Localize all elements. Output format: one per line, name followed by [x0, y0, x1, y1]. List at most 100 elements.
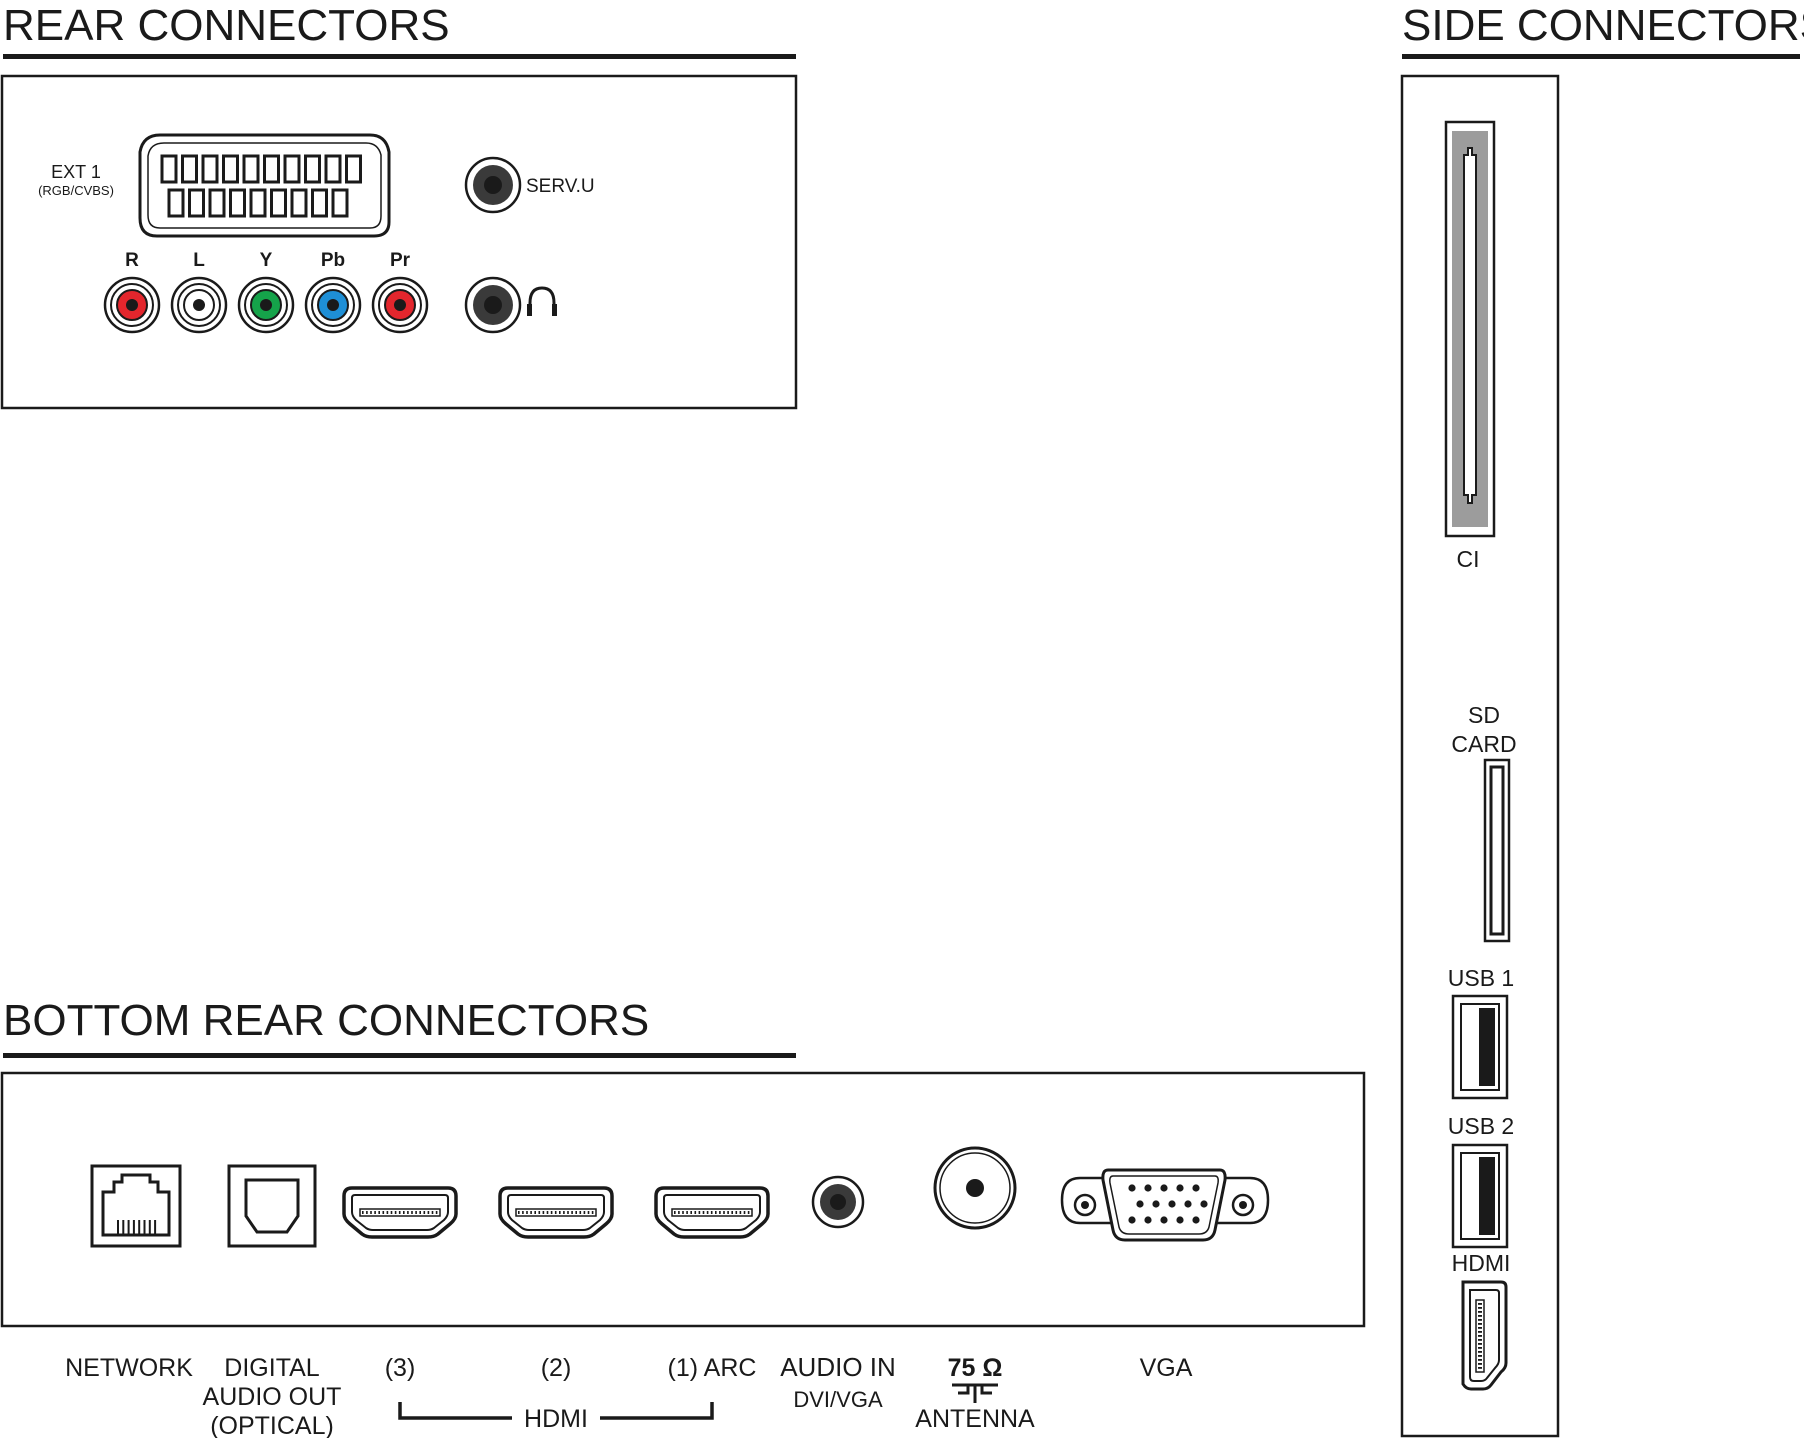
rear-title-underline — [3, 54, 796, 59]
antenna-label: ANTENNA — [915, 1405, 1035, 1433]
scart-pin-bottom — [167, 188, 185, 218]
scart-pin-top — [345, 154, 362, 184]
vga-pin — [1168, 1200, 1176, 1208]
optical-port[interactable] — [227, 1164, 317, 1248]
rca-label-pr: Pr — [390, 250, 411, 271]
rca-jack-l[interactable] — [170, 276, 228, 334]
bottom-panel — [0, 1071, 1366, 1328]
side-title-underline — [1402, 54, 1800, 59]
side-hdmi-port[interactable] — [1461, 1280, 1508, 1391]
scart-pin-top — [263, 154, 280, 184]
rj45-pin — [117, 1220, 119, 1234]
rj45-pin — [148, 1220, 151, 1234]
bottom-title-underline — [3, 1053, 796, 1058]
hdmi-group-label: HDMI — [524, 1405, 588, 1433]
side-hdmi-label: HDMI — [1452, 1250, 1511, 1276]
side-hdmi-pin — [1478, 1347, 1482, 1349]
rca-label-y: Y — [260, 250, 273, 271]
scart-pin-top — [304, 154, 321, 184]
vga-pins — [1128, 1184, 1208, 1224]
serv-u-jack[interactable] — [464, 156, 522, 214]
scart-pin-top — [222, 154, 239, 184]
side-hdmi-pin — [1478, 1311, 1482, 1313]
scart-pin-bottom — [290, 188, 308, 218]
scart-pin-top — [201, 154, 219, 184]
side-hdmi-pin — [1478, 1359, 1482, 1361]
rj45-pin — [154, 1220, 157, 1234]
rca-label-l: L — [193, 250, 205, 271]
usb2-port[interactable] — [1451, 1143, 1509, 1249]
sd-card-label-1: SD — [1468, 702, 1500, 728]
vga-pin — [1200, 1200, 1208, 1208]
side-panel — [1400, 74, 1560, 1438]
scart-pin-top — [181, 154, 198, 184]
scart-pin-top — [242, 154, 260, 184]
bottom-section-title: BOTTOM REAR CONNECTORS — [3, 996, 649, 1045]
hdmi2-port[interactable] — [498, 1186, 614, 1239]
side-hdmi-pin — [1478, 1327, 1482, 1329]
ext1-sublabel: (RGB/CVBS) — [38, 183, 114, 198]
scart-pin-bottom — [249, 188, 267, 218]
bottom-connectors-section: BOTTOM REAR CONNECTORS NETWORK DIGITAL A… — [0, 996, 1366, 1440]
vga-pin — [1144, 1184, 1152, 1192]
hdmi1-label: (1) ARC — [668, 1354, 757, 1382]
usb2-label: USB 2 — [1448, 1113, 1514, 1139]
rj45-pin — [143, 1220, 146, 1234]
audio-in-jack[interactable] — [811, 1175, 865, 1229]
scart-pin-top — [283, 154, 301, 184]
hdmi1-arc-port[interactable] — [654, 1186, 770, 1239]
rca-label-r: R — [125, 250, 139, 271]
rj45-pins — [117, 1220, 157, 1234]
network-port[interactable] — [90, 1164, 182, 1248]
side-hdmi-pin — [1478, 1319, 1482, 1321]
usb1-port[interactable] — [1451, 994, 1509, 1100]
vga-pin — [1192, 1216, 1200, 1224]
headphone-jack[interactable] — [464, 276, 522, 334]
antenna-ohm-label: 75 Ω — [948, 1354, 1003, 1382]
vga-pin — [1160, 1184, 1168, 1192]
audio-in-label: AUDIO IN — [780, 1352, 896, 1382]
side-hdmi-pin — [1478, 1355, 1482, 1357]
side-hdmi-pin — [1478, 1339, 1482, 1341]
vga-port[interactable] — [1060, 1168, 1270, 1242]
rca-jack-r[interactable] — [103, 276, 161, 334]
vga-pin — [1184, 1200, 1192, 1208]
side-hdmi-pin — [1478, 1307, 1482, 1309]
side-hdmi-pin — [1478, 1351, 1482, 1353]
rca-jack-y[interactable] — [237, 276, 295, 334]
antenna-symbol-icon — [952, 1383, 998, 1403]
side-connectors-section: SIDE CONNECTORS CI SD CARD USB 1 USB 2 — [1400, 1, 1804, 1438]
hdmi-ports — [342, 1186, 770, 1239]
rear-panel — [0, 74, 798, 410]
side-hdmi-pin — [1478, 1303, 1482, 1305]
usb1-label: USB 1 — [1448, 965, 1514, 991]
scart-pin-bottom — [311, 188, 328, 218]
rear-section-title: REAR CONNECTORS — [3, 1, 450, 50]
rj45-pin — [127, 1220, 130, 1234]
sd-card-slot[interactable] — [1483, 758, 1511, 943]
network-label: NETWORK — [65, 1354, 193, 1382]
side-hdmi-pin — [1478, 1363, 1482, 1365]
hdmi3-port[interactable] — [342, 1186, 458, 1239]
ci-label: CI — [1457, 546, 1480, 572]
side-hdmi-pin — [1478, 1335, 1482, 1337]
side-hdmi-pin — [1478, 1343, 1482, 1345]
scart-connector[interactable] — [138, 133, 391, 238]
vga-pin — [1144, 1216, 1152, 1224]
scart-pin-bottom — [270, 188, 287, 218]
antenna-port[interactable] — [933, 1146, 1017, 1230]
rca-jack-pb[interactable] — [304, 276, 362, 334]
vga-pin — [1160, 1216, 1168, 1224]
serv-u-label: SERV.U — [526, 176, 595, 197]
audio-in-sublabel: DVI/VGA — [793, 1387, 883, 1412]
vga-pin — [1128, 1184, 1136, 1192]
vga-pin — [1176, 1184, 1184, 1192]
scart-pin-top — [160, 154, 178, 184]
side-hdmi-pin — [1478, 1331, 1482, 1333]
side-hdmi-pin — [1478, 1315, 1482, 1317]
rca-jack-pr[interactable] — [371, 276, 429, 334]
hdmi3-label: (3) — [385, 1354, 416, 1382]
ci-slot[interactable] — [1444, 120, 1496, 538]
